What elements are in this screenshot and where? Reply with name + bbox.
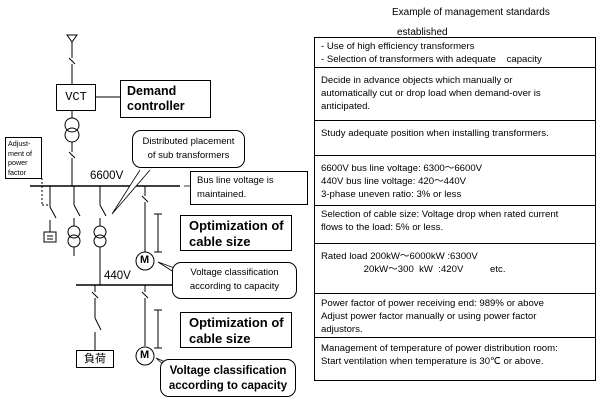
main-transformer-coil-bottom [64,127,80,143]
standards-row-2-line-1: Decide in advance objects which manually… [321,75,513,86]
bus-voltage-box: Bus line voltage is maintained. [190,171,308,205]
motor-1-label: M [140,254,150,266]
standards-row-1-line-1: - Use of high efficiency transformers [321,41,475,52]
distributed-placement-line-1: Distributed placement [142,136,235,147]
motor-2-circle [135,346,155,366]
sub-transformer-1-bottom [67,234,81,248]
load-box: 負荷 [76,350,114,368]
voltage-class-1-line-1: Voltage classification [190,267,279,278]
standards-row: Decide in advance objects which manually… [315,68,595,121]
demand-controller-line-2: controller [127,99,185,113]
standards-row-7-line-2: Adjust power factor manually or using po… [321,311,537,322]
distributed-placement-line-2: of sub transformers [147,150,230,161]
standards-row-7-line-3: adjustors. [321,324,363,335]
bus-voltage-line-2: maintained. [197,189,247,200]
vct-label: VCT [65,90,87,104]
bus-6600v-label: 6600V [90,170,124,182]
standards-row-2-line-2: automatically cut or drop load when dema… [321,88,541,99]
bus-440v-label: 440V [104,270,131,282]
adjustment-line-2: ment of [8,148,32,158]
cable-size-optimization-box-1: Optimization of cable size [180,215,292,251]
motor-1-circle [135,251,155,271]
demand-controller-line-1: Demand [127,84,177,98]
voltage-class-1-line-2: according to capacity [189,281,280,292]
standards-row-6-line-2: 20kW～300 kW :420V etc. [321,264,506,275]
cable-size-2-line-1: Optimization of [189,315,284,330]
adjustment-line-1: Adjust- [8,139,31,148]
incoming-line-symbol [66,34,78,43]
cable-size-1-line-1: Optimization of [189,218,284,233]
adjustment-line-4: factor [8,167,26,177]
standards-row-1-line-2: - Selection of transformers with adequat… [321,54,542,65]
vct-box: VCT [56,84,96,111]
standards-row-4-line-2: 440V bus line voltage: 420～440V [321,176,467,187]
sub-transformer-1-top [67,225,81,239]
sub-transformer-2-top [93,225,107,239]
cable-size-2-line-2: cable size [189,331,251,346]
voltage-classification-bubble-2: Voltage classification according to capa… [160,359,296,397]
distributed-placement-pointer [111,169,151,215]
standards-row: Power factor of power receiving end: 989… [315,294,595,338]
standards-row: Rated load 200kW～6000kW :6300V 20kW～300 … [315,244,595,294]
standards-row-2-line-3: anticipated. [321,101,371,112]
standards-row: Study adequate position when installing … [315,121,595,156]
cable-size-1-line-2: cable size [189,234,251,249]
adjustment-line-3: power [8,158,28,167]
standards-title-line-2: established [397,27,448,38]
standards-table: - Use of high efficiency transformers - … [314,37,596,381]
motor-2-label: M [140,349,150,361]
voltage-class-2-line-2: according to capacity [168,380,288,392]
main-transformer-coil-top [64,117,80,133]
standards-title-line-1: Example of management standards [392,7,550,18]
sub-transformer-2-bottom [93,234,107,248]
voltage-classification-bubble-1: Voltage classification according to capa… [172,262,297,299]
standards-row-5-line-2: flows to the load: 5% or less. [321,222,444,233]
standards-title: Example of management standards establis… [392,3,592,43]
distributed-placement-bubble: Distributed placement of sub transformer… [132,130,245,168]
standards-row-8-line-2: Start ventilation when temperature is 30… [321,356,544,367]
standards-row-6-line-1: Rated load 200kW～6000kW :6300V [321,251,478,262]
voltage-class-2-line-1: Voltage classification [169,365,287,377]
standards-row: - Use of high efficiency transformers - … [315,38,595,68]
standards-row-4-line-1: 6600V bus line voltage: 6300～6600V [321,163,483,174]
standards-row-4-line-3: 3-phase uneven ratio: 3% or less [321,189,462,200]
standards-row-3-line-1: Study adequate position when installing … [321,128,549,139]
load-label: 負荷 [84,353,106,365]
standards-row-8-line-1: Management of temperature of power distr… [321,343,558,354]
bus-voltage-line-1: Bus line voltage is [197,175,274,186]
standards-row: Selection of cable size: Voltage drop wh… [315,206,595,244]
standards-row: Management of temperature of power distr… [315,338,595,382]
power-factor-adjustment-box: Adjust- ment of power factor [5,137,42,179]
standards-row: 6600V bus line voltage: 6300～6600V 440V … [315,156,595,206]
demand-controller-box: Demand controller [120,80,211,118]
standards-row-5-line-1: Selection of cable size: Voltage drop wh… [321,209,559,220]
standards-row-7-line-1: Power factor of power receiving end: 989… [321,298,544,309]
cable-size-optimization-box-2: Optimization of cable size [180,312,292,348]
capacitor-symbol [43,231,57,243]
